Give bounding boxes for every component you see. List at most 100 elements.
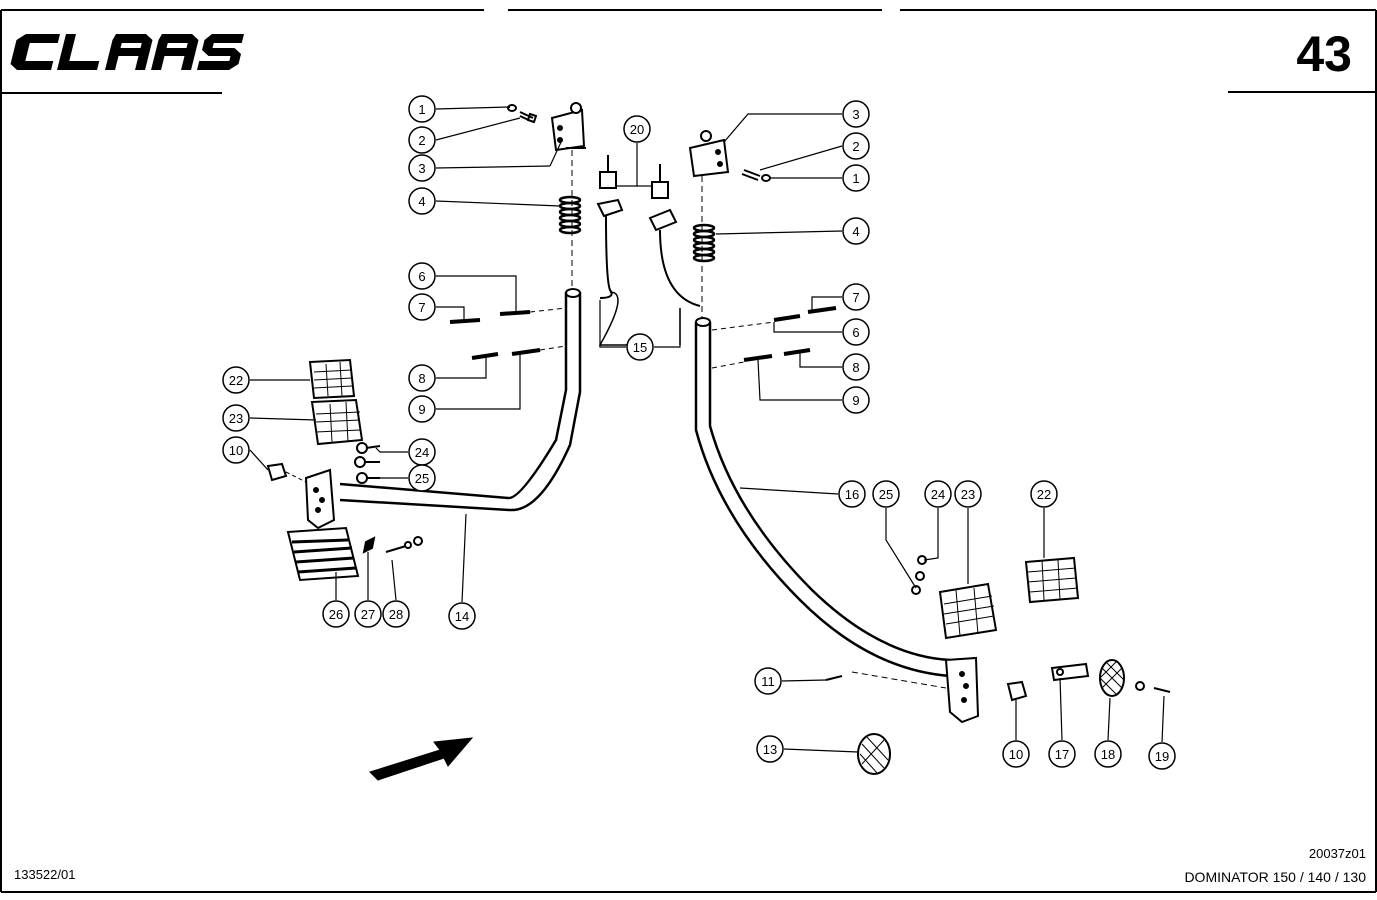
callout-circle: [322, 600, 350, 628]
callout-23: 23: [222, 404, 250, 432]
callout-label: 25: [415, 471, 429, 486]
callout-label: 22: [229, 373, 243, 388]
callout-11: 11: [754, 667, 782, 695]
callout-circle: [842, 386, 870, 414]
callout-label: 18: [1101, 747, 1115, 762]
callout-label: 1: [418, 102, 425, 117]
callout-24: 24: [408, 438, 436, 466]
callout-label: 24: [415, 445, 429, 460]
callout-circle: [408, 95, 436, 123]
callout-circle: [842, 217, 870, 245]
callout-18: 18: [1094, 740, 1122, 768]
callout-circle: [222, 404, 250, 432]
callout-circle: [408, 364, 436, 392]
callout-7: 7: [408, 293, 436, 321]
callout-label: 1: [852, 171, 859, 186]
callout-label: 20: [630, 122, 644, 137]
callout-circle: [408, 154, 436, 182]
callout-label: 11: [761, 674, 775, 689]
callout-2: 2: [408, 126, 436, 154]
callout-circle: [842, 283, 870, 311]
callout-circle: [448, 602, 476, 630]
callout-4: 4: [842, 217, 870, 245]
callout-circle: [1030, 480, 1058, 508]
callout-circle: [842, 353, 870, 381]
callout-circle: [754, 667, 782, 695]
callout-circle: [222, 366, 250, 394]
callout-label: 25: [879, 487, 893, 502]
callout-4: 4: [408, 187, 436, 215]
direction-arrow: [369, 737, 474, 781]
figure-code: 20037z01: [1309, 846, 1366, 861]
callout-label: 28: [389, 607, 403, 622]
callout-14: 14: [448, 602, 476, 630]
callout-circle: [1094, 740, 1122, 768]
callout-circle: [408, 464, 436, 492]
callout-circle: [842, 318, 870, 346]
callout-label: 15: [633, 340, 647, 355]
callout-label: 27: [361, 607, 375, 622]
callout-circle: [872, 480, 900, 508]
callout-label: 10: [229, 443, 243, 458]
callout-circle: [842, 132, 870, 160]
callout-label: 10: [1009, 747, 1023, 762]
callout-15: 15: [626, 333, 654, 361]
model-name: DOMINATOR 150 / 140 / 130: [1184, 869, 1366, 885]
page-number: 43: [1296, 26, 1352, 82]
callout-label: 6: [852, 325, 859, 340]
callout-circle: [382, 600, 410, 628]
callout-label: 2: [852, 139, 859, 154]
callout-circle: [623, 115, 651, 143]
callout-1: 1: [842, 164, 870, 192]
callout-8: 8: [408, 364, 436, 392]
callout-circle: [838, 480, 866, 508]
callout-label: 23: [229, 411, 243, 426]
callout-8: 8: [842, 353, 870, 381]
callout-label: 2: [418, 133, 425, 148]
callout-22: 22: [222, 366, 250, 394]
page-frame: [0, 9, 1377, 893]
callout-17: 17: [1048, 740, 1076, 768]
callout-2: 2: [842, 132, 870, 160]
right-assembly: [648, 130, 1171, 775]
callout-label: 9: [852, 393, 859, 408]
callout-circle: [354, 600, 382, 628]
callout-28: 28: [382, 600, 410, 628]
doc-code: 133522/01: [14, 867, 75, 882]
callout-label: 4: [852, 224, 859, 239]
callout-label: 8: [852, 360, 859, 375]
callout-23: 23: [954, 480, 982, 508]
leader-lines: [249, 106, 1165, 753]
callout-circle: [842, 164, 870, 192]
callout-label: 3: [852, 107, 859, 122]
callout-10: 10: [222, 436, 250, 464]
callout-label: 17: [1055, 747, 1069, 762]
callout-circle: [1048, 740, 1076, 768]
callout-circle: [842, 100, 870, 128]
callout-label: 4: [418, 194, 425, 209]
callout-label: 14: [455, 609, 469, 624]
callout-25: 25: [872, 480, 900, 508]
callout-label: 23: [961, 487, 975, 502]
callout-circle: [1148, 742, 1176, 770]
callout-label: 16: [845, 487, 859, 502]
callout-22: 22: [1030, 480, 1058, 508]
callout-20: 20: [623, 115, 651, 143]
callout-27: 27: [354, 600, 382, 628]
callout-7: 7: [842, 283, 870, 311]
callout-label: 7: [418, 300, 425, 315]
callout-9: 9: [408, 395, 436, 423]
callout-circle: [222, 436, 250, 464]
callout-6: 6: [408, 262, 436, 290]
callout-circle: [408, 126, 436, 154]
callout-label: 3: [418, 161, 425, 176]
callout-1: 1: [408, 95, 436, 123]
callout-circle: [408, 262, 436, 290]
callout-circle: [756, 735, 784, 763]
callout-label: 8: [418, 371, 425, 386]
callout-label: 7: [852, 290, 859, 305]
callout-label: 26: [329, 607, 343, 622]
callout-circle: [408, 187, 436, 215]
callout-label: 13: [763, 742, 777, 757]
callout-3: 3: [842, 100, 870, 128]
